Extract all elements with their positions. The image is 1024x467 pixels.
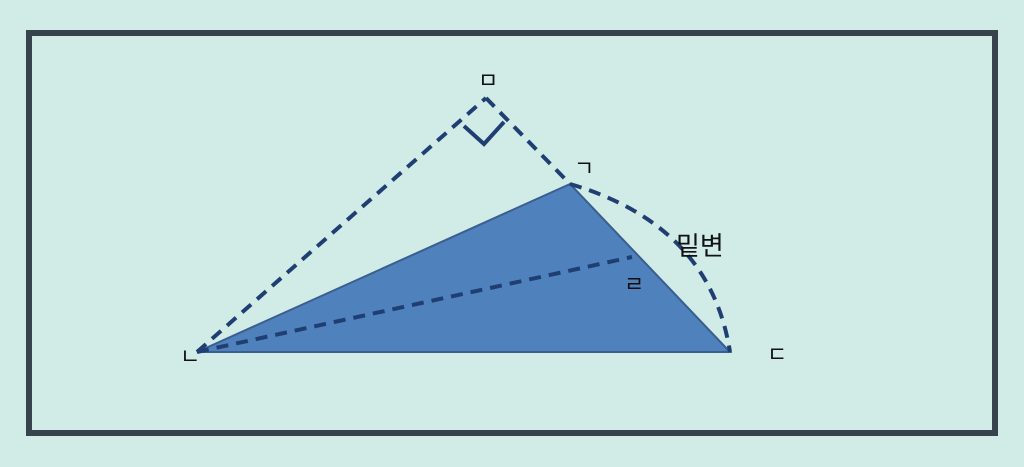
- outer-frame: [26, 30, 998, 436]
- label-point-inner: ㄹ: [624, 273, 644, 298]
- label-vertex-right: ㄷ: [767, 343, 787, 368]
- dashed-arc: [569, 182, 732, 353]
- filled-triangle: [196, 182, 733, 353]
- right-angle-marker: [462, 120, 506, 147]
- label-base: 밑변: [676, 232, 724, 262]
- label-vertex-left: ㄴ: [180, 345, 200, 370]
- dashed-left-side: [195, 96, 488, 354]
- dashed-segment-to-point: [196, 255, 633, 354]
- dashed-upper-side: [484, 96, 572, 186]
- label-vertex-upper: ㄱ: [574, 157, 594, 182]
- label-vertex-top: ㅁ: [478, 69, 498, 94]
